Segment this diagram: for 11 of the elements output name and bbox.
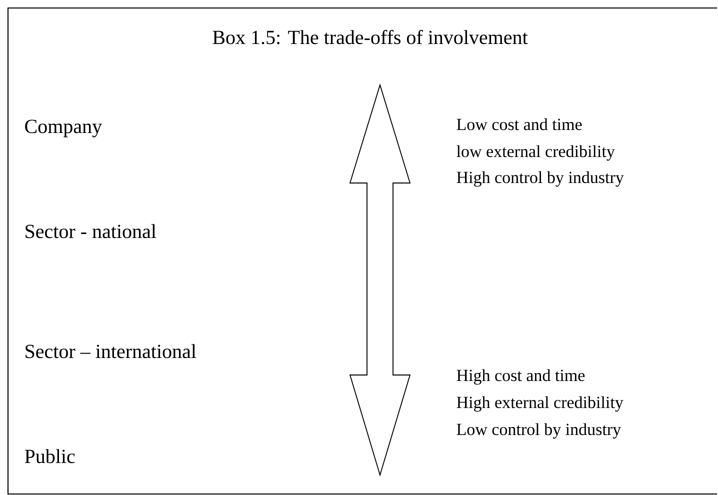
title: Box 1.5: The trade-offs of involvement — [212, 30, 528, 44]
label: Sector – international — [26, 344, 196, 358]
label: low external credibility — [456, 145, 615, 161]
label: Company — [25, 120, 102, 138]
label: High external credibility — [456, 396, 624, 412]
label: Public — [24, 449, 75, 464]
label: Sector - national — [26, 224, 156, 238]
label: High cost and time — [456, 369, 585, 385]
label: Low cost and time — [456, 118, 582, 130]
label: Low control by industry — [456, 423, 621, 439]
label: High control by industry — [456, 171, 624, 187]
